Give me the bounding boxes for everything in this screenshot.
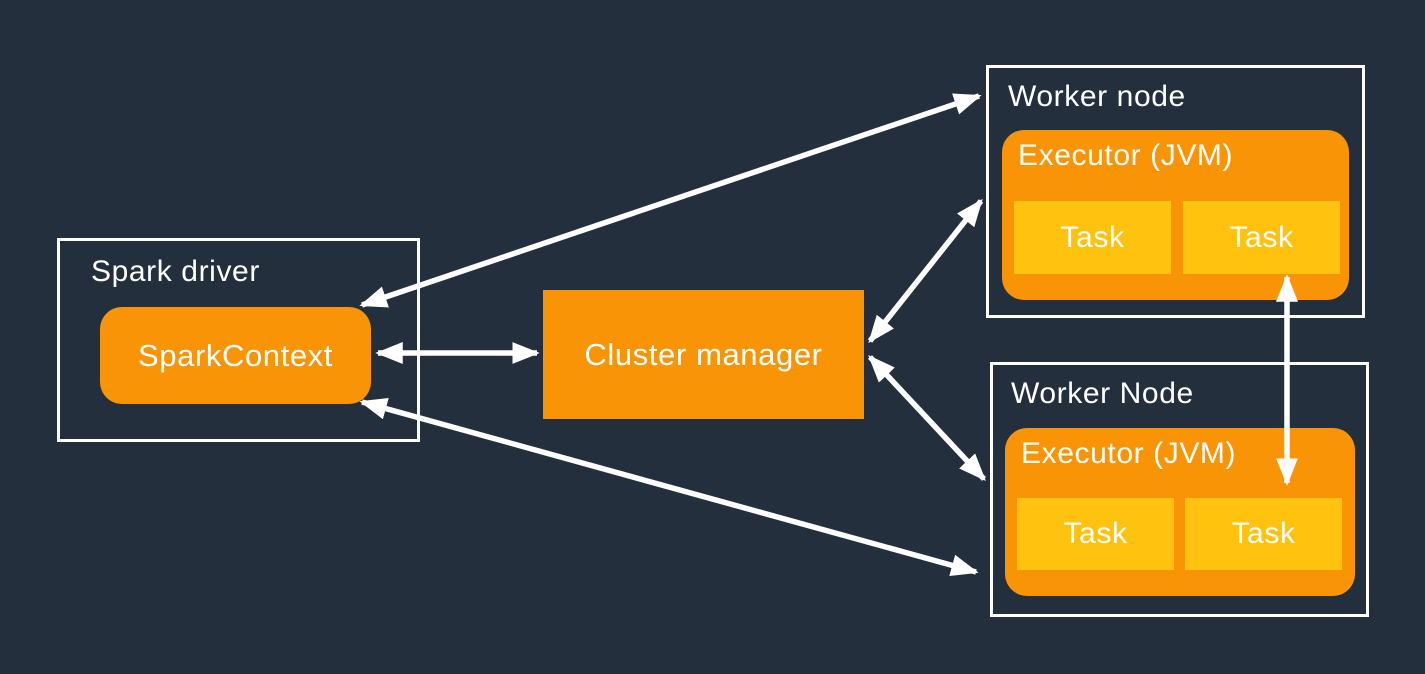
task-box: Task [1017,498,1174,570]
executor-top-label: Executor (JVM) [1018,139,1234,172]
worker-node-top-title: Worker node [1008,80,1186,113]
cluster-manager-node: Cluster manager [543,290,864,419]
arrow-sparkcontext-worker2 [359,398,979,576]
task-label: Task [1231,517,1296,550]
arrow-clustermanager-worker2 [867,354,987,482]
arrow-sparkcontext-worker1 [359,93,982,308]
executor-bottom-label: Executor (JVM) [1021,437,1237,470]
task-label: Task [1060,220,1125,254]
task-box: Task [1183,201,1340,274]
task-box: Task [1014,201,1171,274]
spark-context-label: SparkContext [137,337,334,373]
spark-driver-box: Spark driver SparkContext [57,238,420,442]
executor-top: Executor (JVM) Task Task [1002,130,1349,300]
executor-bottom: Executor (JVM) Task Task [1005,428,1355,596]
spark-context-node: SparkContext [100,307,371,404]
worker-node-bottom-title: Worker Node [1011,377,1194,410]
task-box: Task [1185,498,1342,570]
task-label: Task [1063,517,1128,550]
spark-driver-title: Spark driver [91,255,260,288]
task-label: Task [1229,220,1294,254]
worker-node-top-box: Worker node Executor (JVM) Task Task [986,65,1365,318]
arrow-clustermanager-worker1 [867,198,984,344]
cluster-manager-label: Cluster manager [584,336,823,372]
worker-node-bottom-box: Worker Node Executor (JVM) Task Task [990,362,1369,617]
